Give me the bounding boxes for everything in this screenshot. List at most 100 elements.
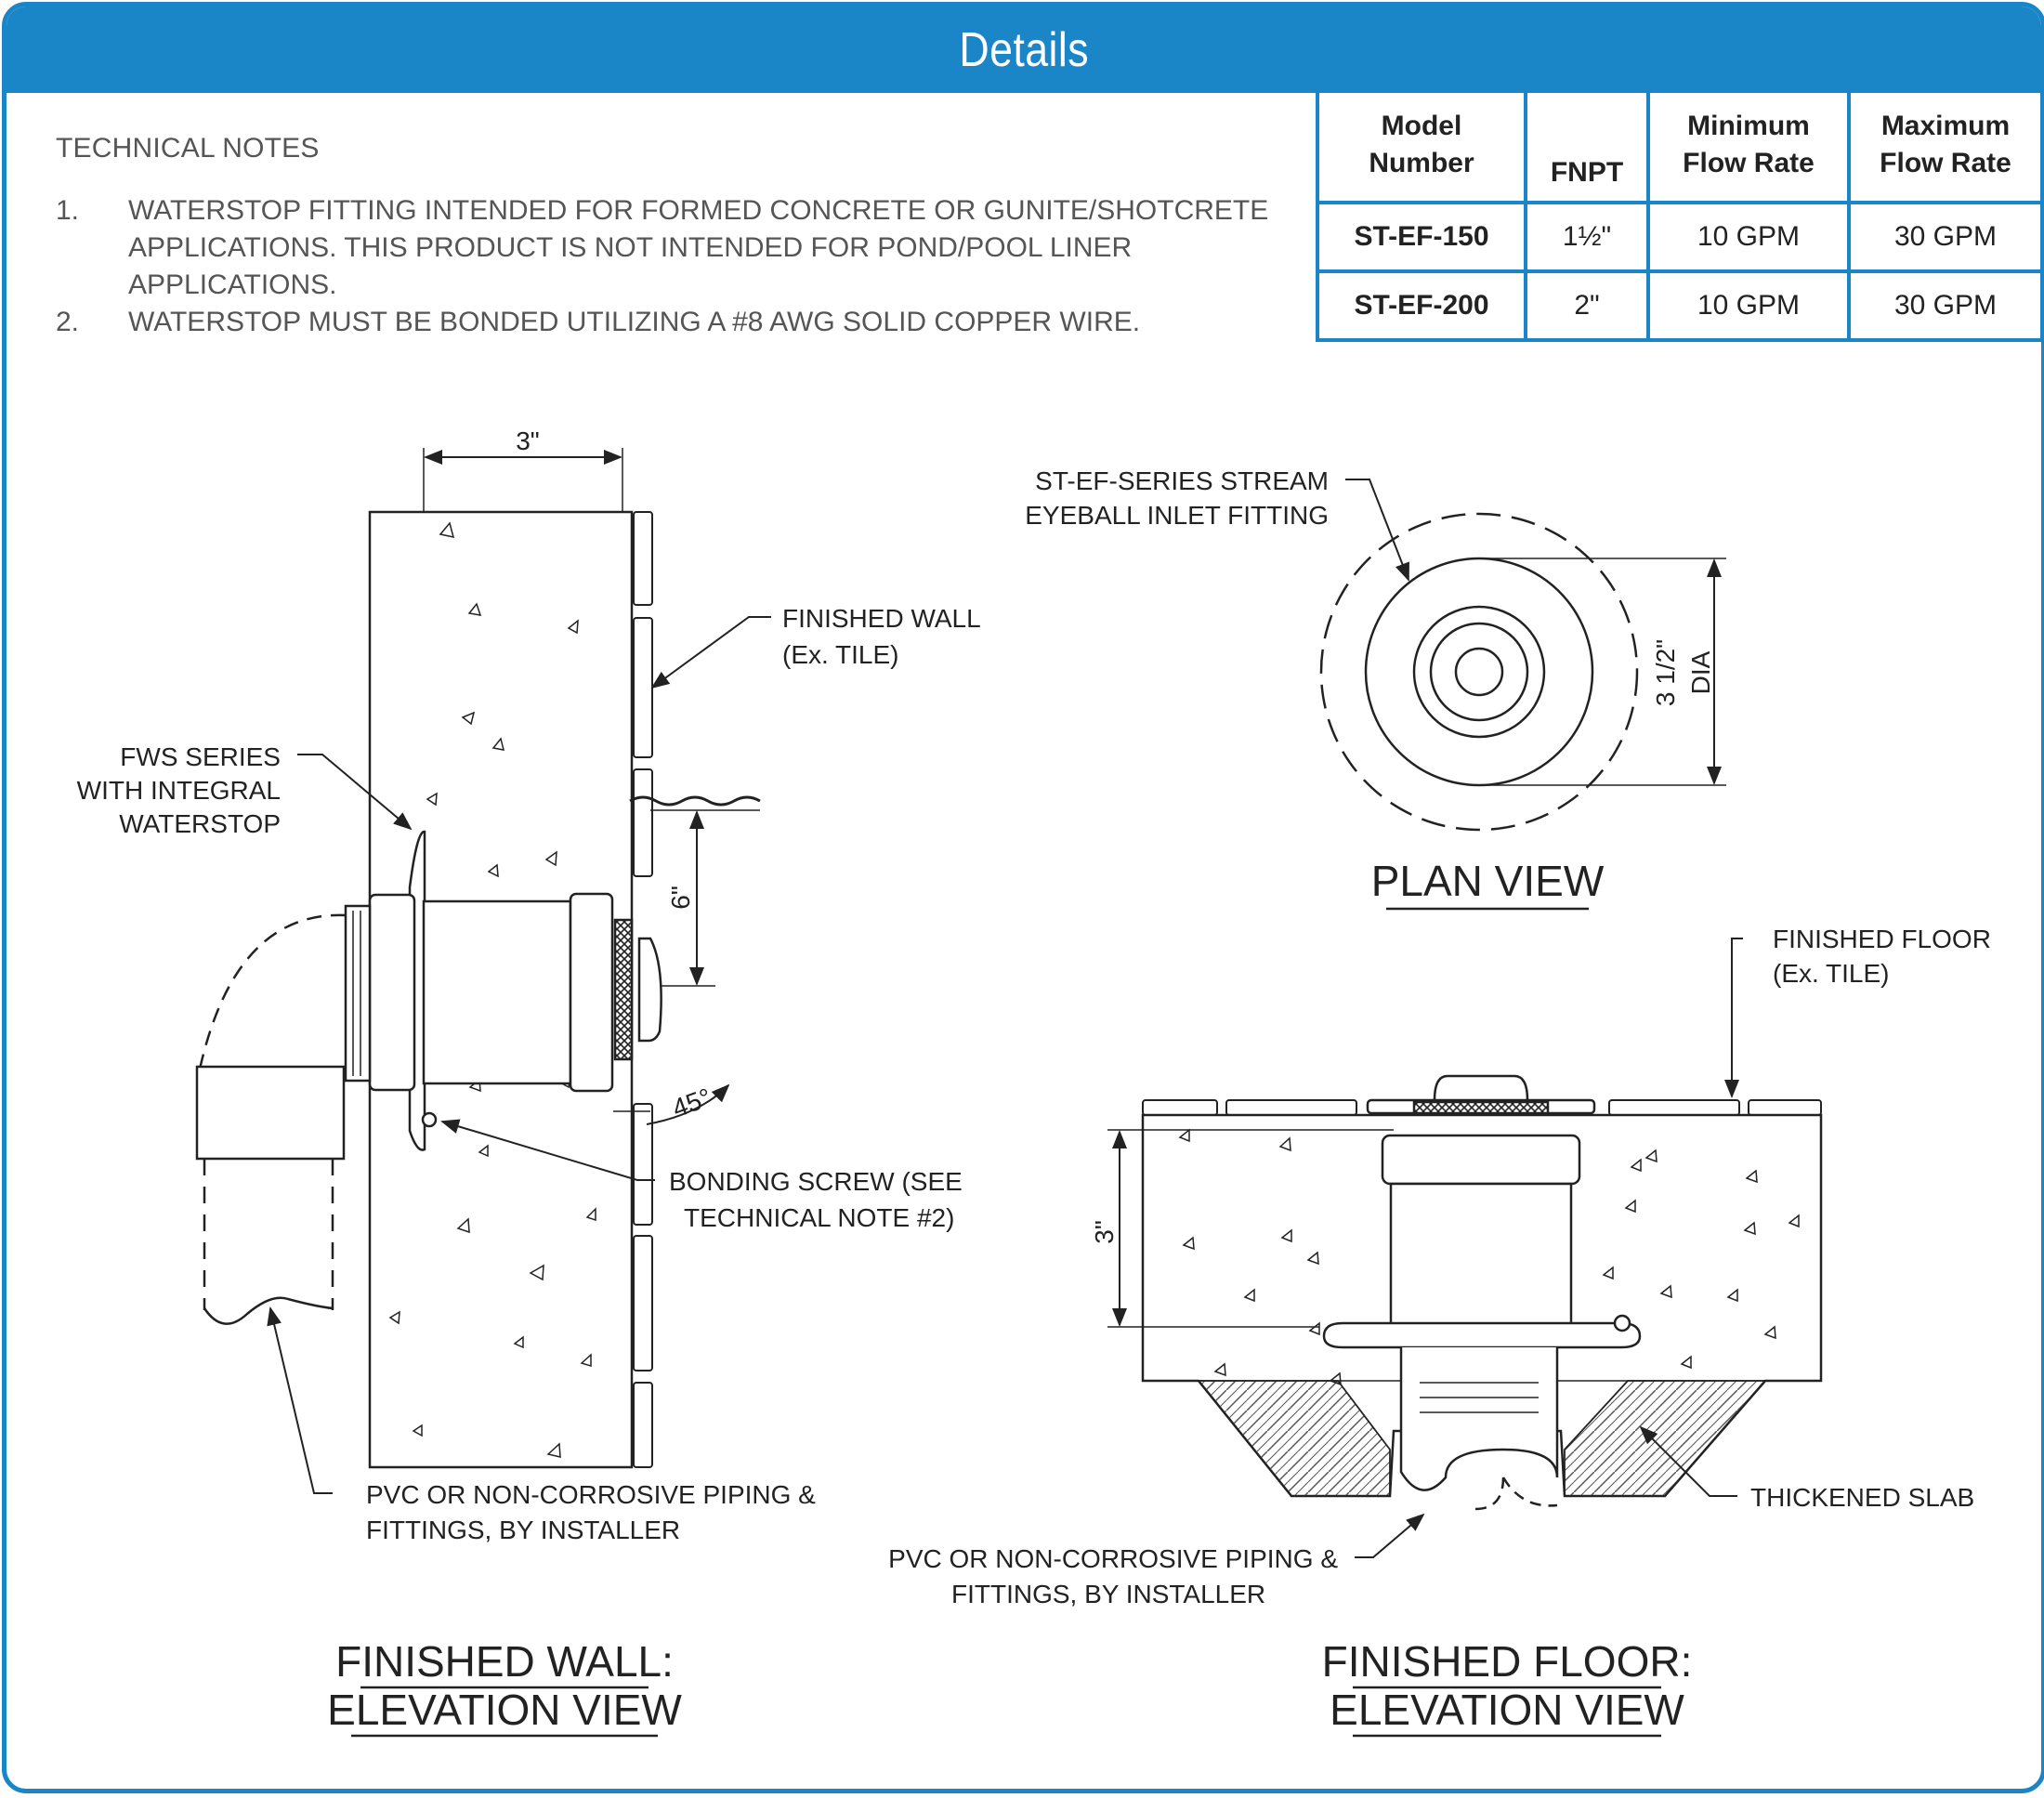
eyeball-nozzle-floor	[1433, 1074, 1529, 1102]
cell-model: ST-EF-150	[1316, 201, 1527, 273]
table-row: ST-EF-150 1½" 10 GPM 30 GPM	[1316, 201, 2044, 273]
leader-eyeball-fitting	[1345, 479, 1409, 582]
header-text: Flow Rate	[1683, 148, 1815, 178]
angle-arc	[646, 1083, 730, 1125]
wall-view-title: FINISHED WALL:	[335, 1637, 674, 1686]
technical-note-text: WATERSTOP MUST BE BONDED UTILIZING A #8 …	[128, 307, 1141, 337]
table-header-row: Model Number FNPT Minimum Flow Rate Maxi…	[1316, 85, 2044, 204]
technical-note-item: 2. WATERSTOP MUST BE BONDED UTILIZING A …	[56, 304, 1282, 341]
leader-pvc-wall	[267, 1306, 333, 1494]
dim-width-label: 3"	[516, 427, 540, 455]
fitting-body	[422, 899, 572, 1085]
header-text: Number	[1369, 148, 1474, 178]
leader-thickened-slab	[1639, 1425, 1737, 1497]
label-fws-series: FWS SERIES	[120, 742, 281, 771]
label-fws-integral: WITH INTEGRAL	[77, 776, 281, 805]
plan-outer-dashed-circle	[1319, 512, 1639, 832]
column-header-min-flow: Minimum Flow Rate	[1646, 85, 1851, 204]
depth-label: 3"	[1090, 1220, 1119, 1244]
details-header: Details	[7, 7, 2041, 93]
knurled-ring	[613, 918, 634, 1061]
tile-strip	[633, 511, 653, 1468]
label-pvc-wall-installer: FITTINGS, BY INSTALLER	[366, 1516, 680, 1544]
plan-nozzle-mid	[1429, 622, 1529, 722]
label-finished-wall: FINISHED WALL	[782, 604, 981, 633]
cell-fnpt: 2"	[1524, 269, 1650, 342]
column-header-max-flow: Maximum Flow Rate	[1847, 85, 2044, 204]
fitting-body-floor	[1389, 1182, 1573, 1327]
pvc-pipe-floor	[1399, 1347, 1559, 1491]
header-text: Maximum	[1880, 111, 2011, 141]
floor-elevation-labels: FINISHED FLOOR (Ex. TILE) 3" THICKENED S…	[888, 925, 1991, 1734]
cell-max-flow: 30 GPM	[1847, 269, 2044, 342]
elbow-outline	[197, 913, 347, 1074]
pipe-thread	[344, 904, 372, 1083]
spec-table: Model Number FNPT Minimum Flow Rate Maxi…	[1316, 85, 2044, 342]
cell-min-flow: 10 GPM	[1646, 269, 1851, 342]
knurled-ring-floor	[1412, 1100, 1550, 1115]
technical-notes: TECHNICAL NOTES 1. WATERSTOP FITTING INT…	[56, 133, 1282, 341]
column-header-model: Model Number	[1316, 85, 1527, 204]
wall-elevation-view	[195, 448, 771, 1738]
diameter-label: 3 1/2"	[1651, 639, 1680, 706]
label-thickened-slab: THICKENED SLAB	[1750, 1483, 1974, 1512]
label-bonding-screw: BONDING SCREW (SEE	[669, 1167, 963, 1196]
cell-min-flow: 10 GPM	[1646, 201, 1851, 273]
column-header-fnpt: FNPT	[1524, 85, 1650, 204]
technical-note-number: 1.	[56, 195, 80, 226]
leader-finished-floor	[1724, 938, 1743, 1098]
label-eyeball-fitting-2: EYEBALL INLET FITTING	[1025, 501, 1329, 530]
floor-view-title: FINISHED FLOOR:	[1322, 1637, 1693, 1686]
label-fws-waterstop: WATERSTOP	[119, 809, 281, 838]
fitting-collar-floor	[1381, 1134, 1581, 1186]
floor-elevation-view	[1107, 938, 1823, 1738]
floor-tiles	[1142, 1099, 1822, 1116]
water-line	[629, 795, 761, 807]
table-row: ST-EF-200 2" 10 GPM 30 GPM	[1316, 269, 2044, 342]
aggregate-marks	[388, 521, 596, 1458]
label-finished-floor: FINISHED FLOOR	[1773, 925, 1991, 953]
label-pvc-floor-installer: FITTINGS, BY INSTALLER	[951, 1580, 1265, 1608]
aggregate-marks-floor	[1178, 1128, 1800, 1386]
pipe-break	[203, 1296, 334, 1325]
eyeball-nozzle	[637, 937, 662, 1043]
plan-nozzle-outer	[1412, 605, 1546, 739]
cell-fnpt: 1½"	[1524, 201, 1650, 273]
waterstop-flange-floor	[1322, 1321, 1642, 1349]
label-bonding-note: TECHNICAL NOTE #2)	[684, 1203, 954, 1232]
plan-view-labels: ST-EF-SERIES STREAM EYEBALL INLET FITTIN…	[1025, 466, 1715, 905]
plan-nozzle-hole	[1454, 647, 1504, 697]
bonding-screw-floor	[1613, 1314, 1631, 1332]
technical-note-text: WATERSTOP FITTING INTENDED FOR FORMED CO…	[128, 195, 1269, 300]
angle-label: 45°	[668, 1083, 714, 1123]
plan-flange-circle	[1364, 557, 1594, 787]
cell-max-flow: 30 GPM	[1847, 201, 2044, 273]
plan-view	[1319, 479, 1726, 911]
technical-note-item: 1. WATERSTOP FITTING INTENDED FOR FORMED…	[56, 192, 1282, 304]
technical-note-number: 2.	[56, 307, 80, 337]
header-text: Model	[1381, 111, 1462, 141]
bonding-screw	[421, 1111, 438, 1128]
leader-pvc-floor	[1355, 1513, 1425, 1558]
fitting-collar	[569, 892, 614, 1093]
wall-elevation-labels: 3" 6" 45° FINISHED WALL (Ex. TILE) FWS S…	[77, 427, 981, 1734]
details-title: Details	[959, 22, 1089, 77]
technical-notes-heading: TECHNICAL NOTES	[56, 133, 320, 164]
plan-view-title: PLAN VIEW	[1371, 857, 1605, 905]
header-text: Minimum	[1687, 111, 1810, 141]
label-finished-wall-ex: (Ex. TILE)	[782, 640, 899, 669]
label-finished-floor-ex: (Ex. TILE)	[1773, 959, 1890, 988]
floor-view-subtitle: ELEVATION VIEW	[1330, 1686, 1684, 1734]
cell-model: ST-EF-200	[1316, 269, 1527, 342]
header-text: Flow Rate	[1880, 148, 2011, 178]
label-pvc-wall: PVC OR NON-CORROSIVE PIPING &	[366, 1480, 816, 1509]
label-eyeball-fitting: ST-EF-SERIES STREAM	[1035, 466, 1329, 495]
leader-fws	[297, 754, 413, 831]
fitting-barrel	[368, 893, 416, 1092]
wall-view-subtitle: ELEVATION VIEW	[327, 1686, 682, 1734]
dim-height-label: 6"	[666, 886, 695, 910]
leader-finished-wall	[650, 616, 771, 689]
header-text: FNPT	[1550, 157, 1624, 188]
pipe-coupling	[195, 1065, 346, 1161]
